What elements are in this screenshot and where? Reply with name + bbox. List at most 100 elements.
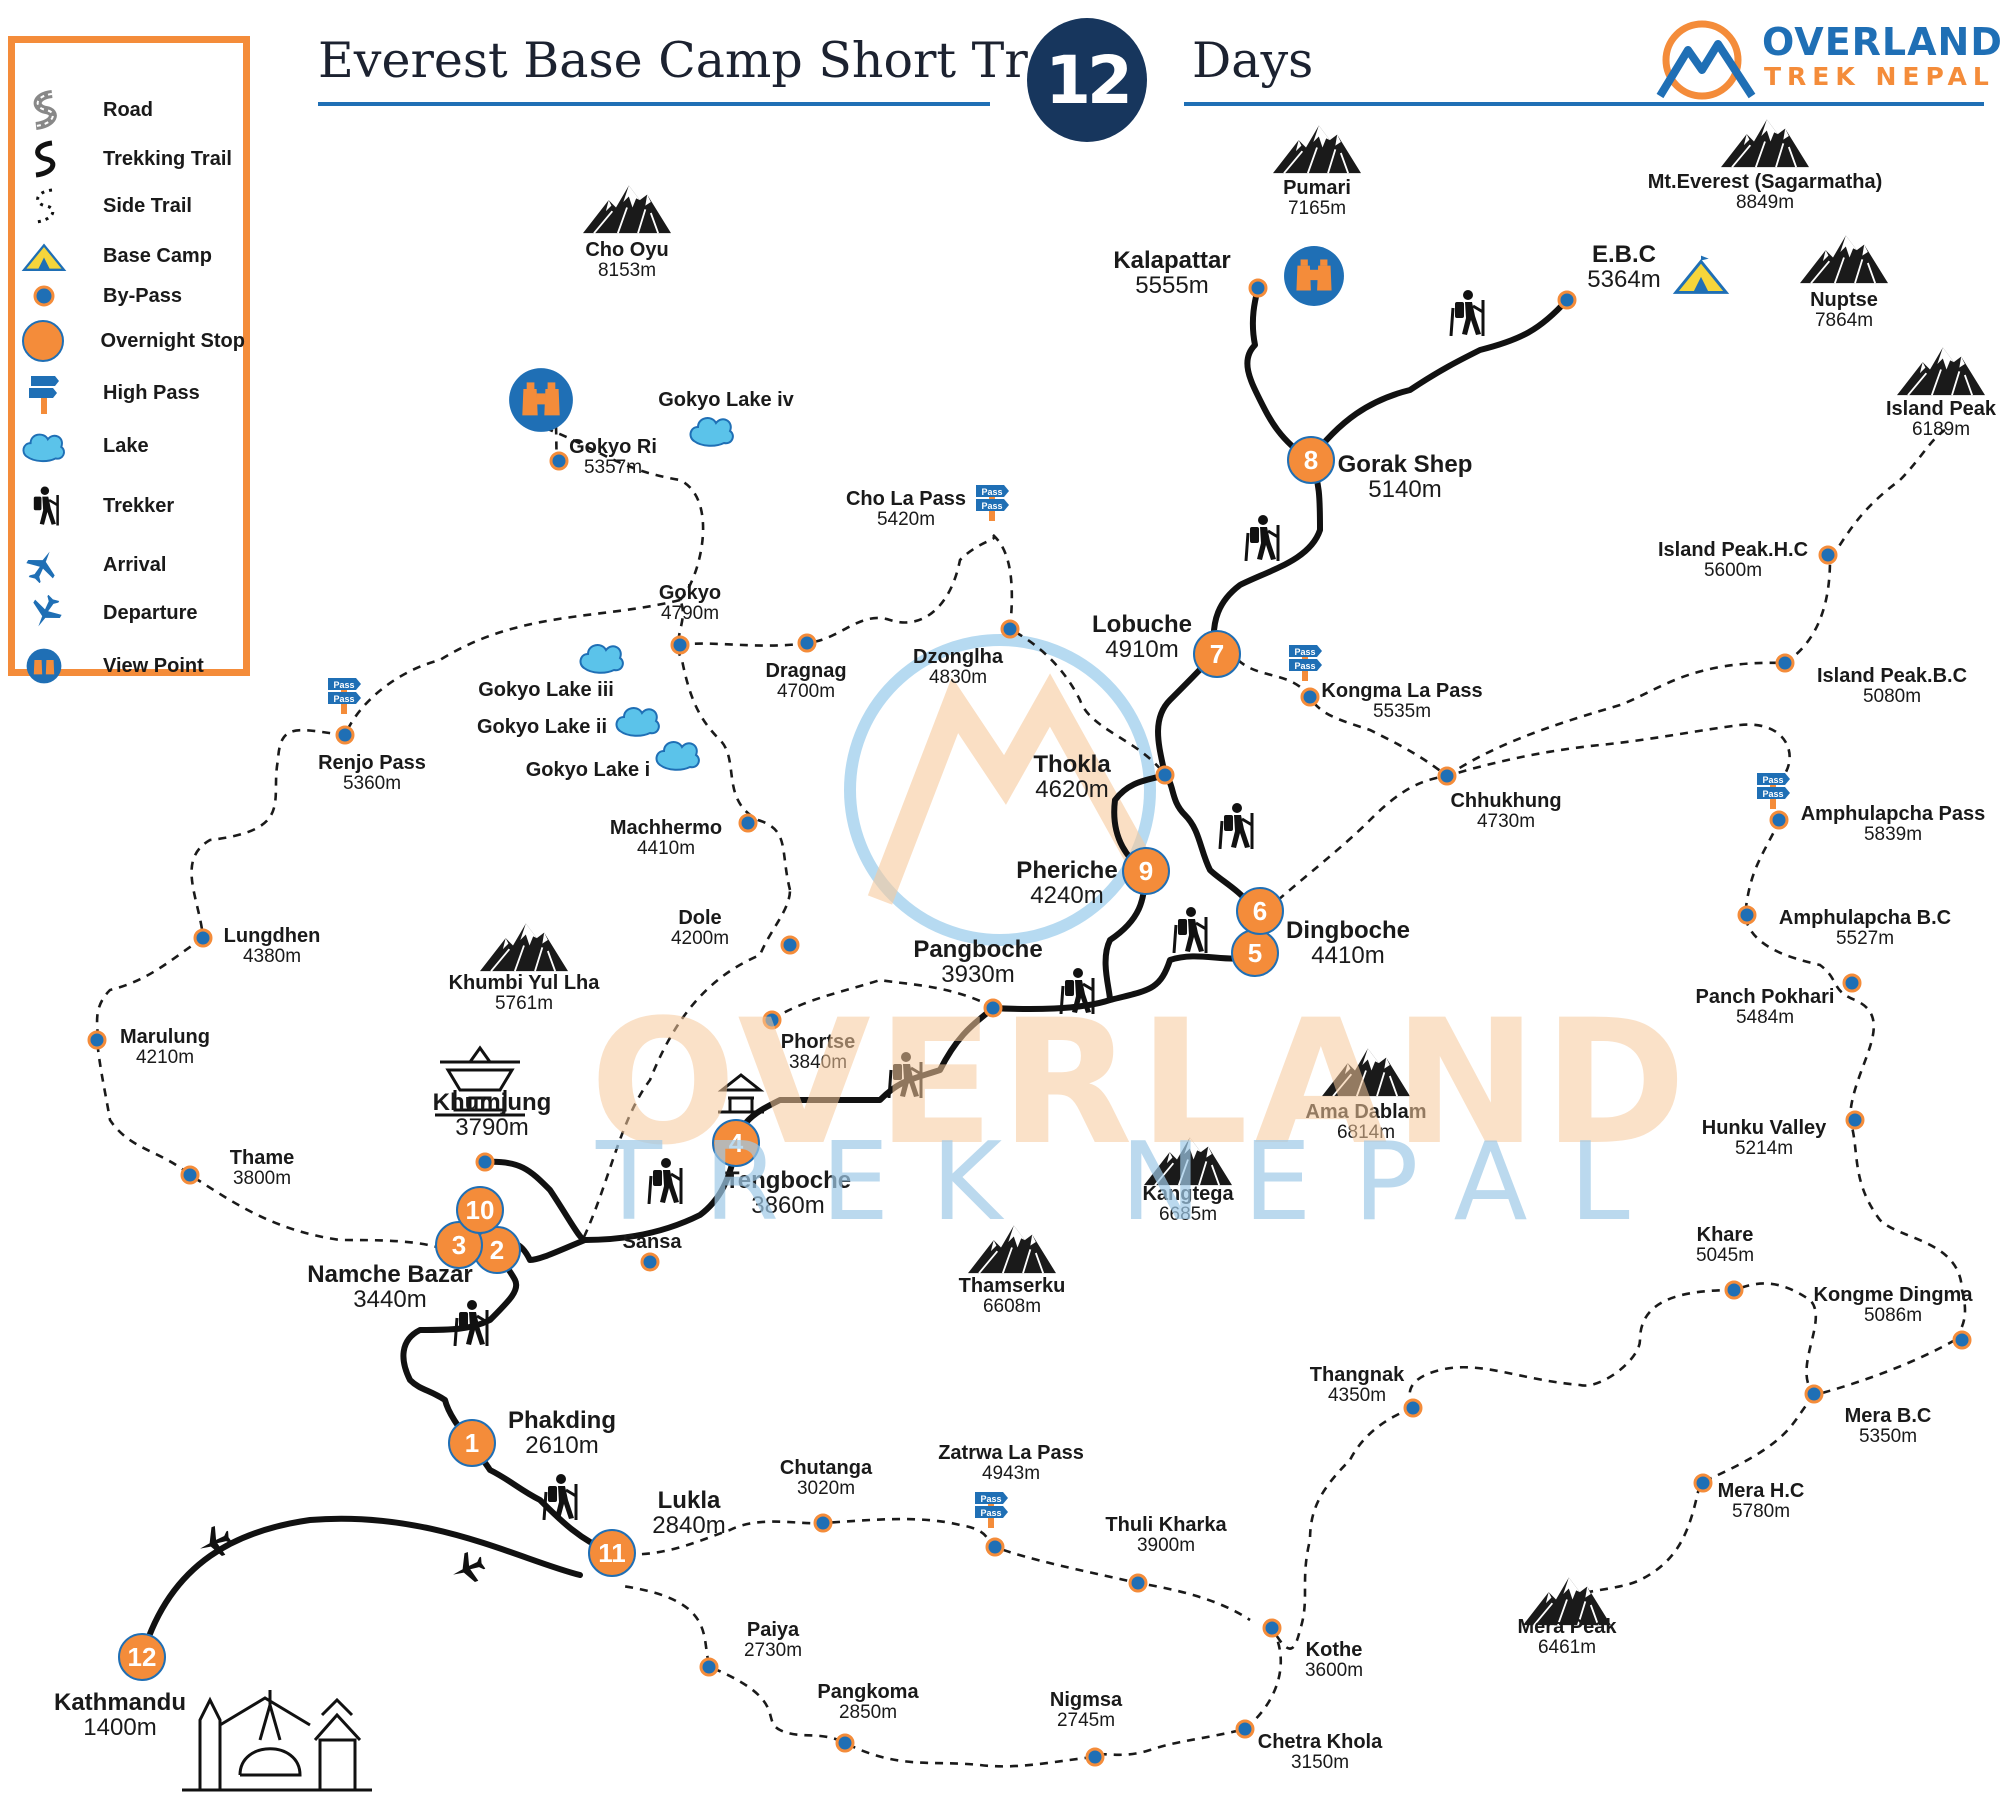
peak-name: Khumbi Yul Lha xyxy=(448,972,600,994)
place-name: Mera B.C xyxy=(1844,1405,1932,1427)
page-title: Everest Base Camp Short Trek xyxy=(318,32,1087,89)
place-name: Hunku Valley xyxy=(1701,1117,1827,1139)
place-altitude: 5364m xyxy=(1587,266,1661,294)
place-altitude: 3790m xyxy=(455,1114,529,1142)
overnight-stop-marker: 6 xyxy=(1236,887,1284,935)
peak-label: Mt.Everest (Sagarmatha)8849m xyxy=(1648,172,1883,213)
peak-name: Kangtega xyxy=(1142,1183,1234,1205)
place-altitude: 4910m xyxy=(1105,636,1179,664)
place-name: Mera H.C xyxy=(1717,1480,1805,1502)
peak-name: Ama Dablam xyxy=(1305,1101,1427,1123)
watermark-text-line2: TREK NEPAL xyxy=(596,1120,1672,1245)
title-underline-right xyxy=(1184,102,1984,106)
main-trail-gorakshep-ebc xyxy=(1307,297,1570,463)
place-altitude: 2610m xyxy=(525,1432,599,1460)
by-pass-dot xyxy=(180,1165,200,1185)
legend-high-pass: High Pass xyxy=(15,373,245,414)
by-pass-dot xyxy=(1235,1719,1255,1739)
place-altitude: 3150m xyxy=(1290,1752,1350,1773)
place-altitude: 5780m xyxy=(1731,1501,1791,1522)
main-trail-lobuche-gorakshep xyxy=(1210,457,1323,656)
by-pass-dot xyxy=(1437,766,1457,786)
view-point-gokyo-ri-icon xyxy=(509,368,573,432)
mountain-peak-icon xyxy=(582,184,672,235)
legend-departure: Departure xyxy=(15,593,245,633)
place-name: Marulung xyxy=(120,1026,210,1048)
view-point-kalapattar-icon xyxy=(1284,246,1344,306)
peak-name: Pumari xyxy=(1283,177,1351,199)
place-name: Thuli Kharka xyxy=(1105,1514,1227,1536)
place-altitude: 5086m xyxy=(1863,1305,1923,1326)
place-altitude: 3860m xyxy=(751,1192,825,1220)
view-point-binoculars-icon xyxy=(15,646,73,686)
by-pass-dot xyxy=(1248,278,1268,298)
mountain-peak-icon xyxy=(1720,118,1810,169)
place-name: Pangkoma xyxy=(817,1681,919,1703)
mountain-peak-icon xyxy=(1799,234,1889,285)
peak-altitude: 5761m xyxy=(494,993,554,1014)
bypass-dots xyxy=(87,278,1972,1767)
days-label: Days xyxy=(1192,32,1314,89)
place-altitude: 5357m xyxy=(583,457,643,478)
peak-altitude: 6685m xyxy=(1158,1204,1218,1225)
by-pass-dot xyxy=(549,451,569,471)
place-altitude: 5350m xyxy=(1858,1426,1918,1447)
by-pass-dot xyxy=(1262,1618,1282,1638)
by-pass-dot xyxy=(762,1010,782,1030)
overnight-stop-number: 10 xyxy=(466,1195,495,1225)
legend-by-pass: By-Pass xyxy=(15,276,245,316)
side-trail-lungdhen-thame-namche xyxy=(95,936,447,1252)
by-pass-dot xyxy=(193,928,213,948)
place-name: Pangboche xyxy=(913,936,1043,963)
place-name: Dingboche xyxy=(1286,917,1410,944)
place-altitude: 5484m xyxy=(1735,1007,1795,1028)
legend-base-camp: Base Camp xyxy=(15,236,245,276)
by-pass-dot xyxy=(1000,619,1020,639)
overnight-stop-number: 11 xyxy=(598,1538,626,1568)
place-name: Dragnag xyxy=(765,660,847,682)
place-altitude: 4350m xyxy=(1327,1385,1387,1406)
place-altitude: 5527m xyxy=(1835,928,1895,949)
lake-icon xyxy=(615,707,660,737)
overnight-stop-number: 1 xyxy=(465,1428,479,1458)
place-name: Lungdhen xyxy=(223,925,321,947)
place-altitude: 4410m xyxy=(1311,942,1385,970)
peak-name: Nuptse xyxy=(1810,289,1878,311)
place-name: Sansa xyxy=(622,1231,682,1253)
arrival-plane-icon xyxy=(447,1548,489,1589)
place-name: E.B.C xyxy=(1591,241,1657,268)
by-pass-dot xyxy=(983,998,1003,1018)
place-altitude: 4410m xyxy=(636,838,696,859)
brand-name: OVERLAND xyxy=(1762,20,2000,64)
pass-sign-text: Pass xyxy=(333,680,354,690)
overnight-stop-number: 9 xyxy=(1139,856,1153,886)
days-badge: 12 xyxy=(1027,18,1147,142)
lake-label: Gokyo Lake iv xyxy=(658,390,794,411)
by-pass-dot xyxy=(1403,1398,1423,1418)
lake-name: Gokyo Lake iii xyxy=(478,679,614,701)
main-trail-gorakshep-kalapattar xyxy=(1244,285,1313,463)
place-name: Thame xyxy=(229,1147,295,1169)
side-trail-icon xyxy=(15,186,73,226)
place-name: Paiya xyxy=(746,1619,800,1641)
peak-name: Mt.Everest (Sagarmatha) xyxy=(1647,171,1883,193)
trekker-icon xyxy=(1172,907,1208,953)
overland-logo-icon xyxy=(1656,20,1756,100)
